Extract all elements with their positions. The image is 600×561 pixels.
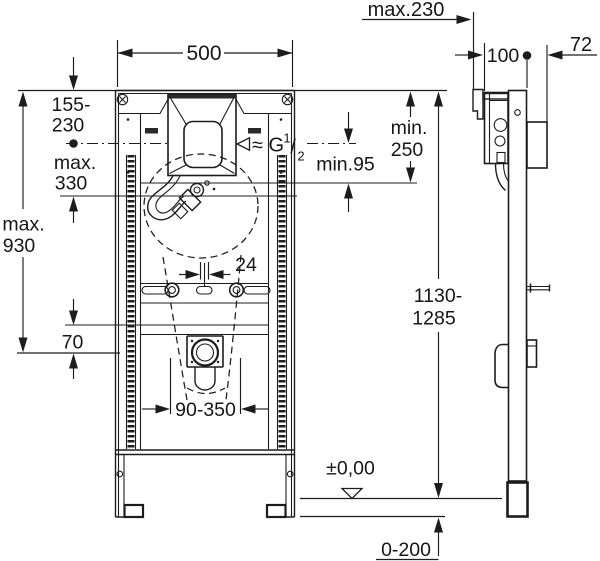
cross-rail-upper — [60, 182, 417, 197]
label-floor-level: ±0,00 — [326, 458, 375, 480]
thread-size-label: ≈ G 1 / 2 — [252, 131, 305, 164]
label-top-to-inlet-2: 330 — [55, 173, 88, 195]
side-hook-bracket — [494, 343, 509, 389]
dim-install-height — [434, 91, 443, 498]
dim-cistern-depth — [455, 43, 532, 91]
label-outlet-range: 90-350 — [175, 399, 236, 421]
label-floor-adjust: 0-200 — [381, 539, 431, 561]
dimension-linework — [17, 12, 597, 561]
front-view-frame — [60, 89, 417, 519]
label-top-to-outlet-2: 930 — [3, 235, 36, 257]
serrated-strip-left — [125, 155, 137, 449]
side-slot-left — [145, 128, 158, 134]
label-thread-prefix: ≈ G — [252, 135, 284, 157]
side-anchor-rod — [527, 283, 551, 293]
side-wall-bracket — [526, 339, 538, 368]
serrated-strip-right — [276, 155, 288, 449]
dim-flush-pipe-depth — [362, 12, 475, 90]
corner-screw-right — [281, 93, 294, 106]
label-top-to-flush-center-1: 155- — [51, 94, 90, 116]
inlet-hose — [147, 175, 187, 221]
label-top-to-outlet-1: max. — [2, 214, 44, 236]
urinal-outline-dashed — [143, 153, 259, 401]
flow-direction-icon — [235, 136, 251, 152]
label-wall-offset: 72 — [570, 34, 592, 56]
flush-plate-housing — [167, 93, 237, 177]
side-rail-hole — [514, 109, 521, 116]
floor-level-mark — [300, 487, 502, 500]
dim-wall-offset — [546, 45, 597, 122]
foot-left — [115, 470, 145, 519]
side-rail — [507, 89, 528, 482]
label-min-95: min.95 — [316, 154, 375, 176]
label-flush-pipe-depth: max.230 — [368, 0, 445, 21]
side-cistern-box — [483, 91, 509, 165]
inlet-elbow-fitting — [171, 180, 216, 220]
dim-min-95 — [344, 112, 353, 212]
label-min-clearance-2: 250 — [391, 139, 424, 161]
dim-rail-to-outlet — [69, 299, 78, 379]
label-thread-sup: 1 — [283, 131, 290, 146]
corner-screw-left — [116, 93, 129, 106]
label-cistern-depth: 100 — [487, 45, 520, 67]
mounting-rail-slotted — [140, 263, 271, 304]
label-front-width: 500 — [186, 42, 221, 65]
label-min-clearance-1: min. — [391, 117, 428, 139]
dim-top-to-inlet — [69, 196, 78, 223]
dim-top-to-outlet — [17, 91, 120, 354]
label-install-height-2: 1285 — [412, 308, 456, 330]
label-top-to-flush-center-2: 230 — [52, 115, 85, 137]
label-slot-width: 24 — [235, 254, 257, 276]
label-rail-to-outlet: 70 — [62, 332, 84, 354]
side-wall-box — [526, 121, 548, 169]
label-thread-sub: 2 — [297, 149, 304, 164]
foot-right — [265, 470, 295, 519]
dim-min-clearance — [406, 91, 415, 183]
cross-rail-lower — [65, 324, 269, 336]
side-flush-pipe — [494, 163, 509, 192]
side-foot — [506, 481, 529, 518]
label-top-to-inlet-1: max. — [54, 152, 96, 174]
label-thread-slash: / — [290, 137, 296, 159]
side-top-bracket — [472, 88, 510, 120]
dim-floor-adjust — [300, 515, 445, 561]
dim-slot-width — [179, 262, 231, 280]
side-view-frame — [472, 88, 551, 518]
label-install-height-1: 1130- — [414, 285, 462, 307]
dim-front-width — [116, 40, 294, 87]
dim-outlet-range — [142, 358, 268, 414]
drain-outlet — [186, 335, 224, 391]
side-slot-right — [248, 128, 261, 134]
